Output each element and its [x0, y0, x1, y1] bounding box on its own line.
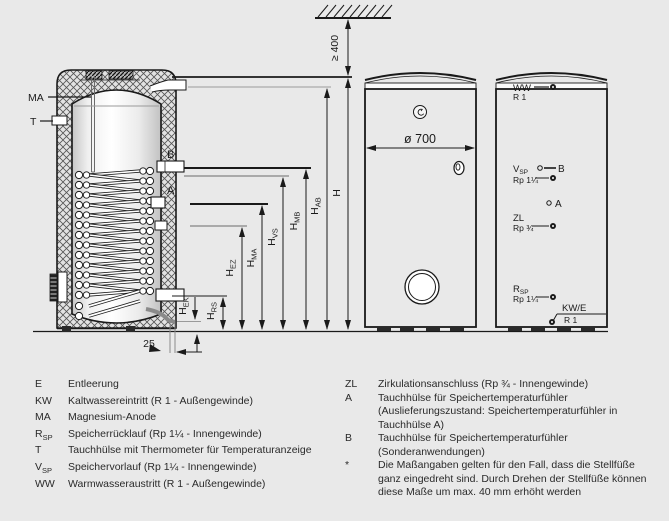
storage-tank-diagram: MA T B A ≥ 400 HEK HRS HEZ HMA: [28, 4, 608, 355]
dimension-labels: ≥ 400 HEK HRS HEZ HMA HVS HMB HAB H 25: [143, 35, 343, 350]
ww-outlet-pipe: [149, 79, 187, 93]
connection-vsp: VSP B Rp 1¼: [513, 164, 565, 185]
thermometer-pocket: [51, 115, 68, 126]
kw-thread: R 1: [564, 315, 578, 325]
level-lines: [172, 76, 352, 322]
a-label: A: [555, 199, 562, 210]
label-a: A: [167, 185, 175, 197]
diameter-label: ø 700: [404, 132, 436, 146]
tank-foot: [126, 326, 135, 332]
heat-exchanger-coil: [74, 166, 155, 321]
dim-h-ek: HEK: [177, 297, 191, 315]
dim-h-ez: HEZ: [224, 259, 238, 277]
tank-feet: [377, 327, 464, 331]
cutaway-view: MA T B A: [28, 69, 187, 353]
label-t: T: [30, 116, 37, 128]
dim-foot-offset: 25: [143, 338, 155, 350]
nozzle-rs: [155, 288, 185, 302]
dim-clearance-label: ≥ 400: [329, 35, 341, 61]
tank-feet: [508, 327, 595, 331]
dimension-lines: [149, 19, 351, 355]
label-ma: MA: [28, 92, 44, 104]
connection-a: A: [546, 199, 562, 210]
connection-kw: KW/E R 1: [549, 303, 606, 325]
dim-h-ma: HMA: [245, 249, 259, 268]
thermometer-icon: [413, 105, 427, 119]
diameter-dimension: ø 700: [366, 132, 475, 151]
rsp-label: RSP: [513, 284, 529, 296]
side-plate-dark: [49, 273, 58, 302]
dim-h-mb: HMB: [288, 212, 302, 231]
dim-h-ab: HAB: [309, 197, 323, 215]
label-b: B: [167, 149, 174, 161]
ww-thread: R 1: [513, 92, 527, 102]
dim-h-vs: HVS: [266, 228, 280, 246]
nozzle-ez: [154, 220, 168, 231]
connection-rsp: RSP Rp 1¼: [513, 284, 556, 304]
sensor-well-oval: [453, 160, 465, 176]
tank-foot: [62, 326, 71, 332]
nozzle-b: [156, 160, 185, 173]
flange-opening: [404, 269, 440, 305]
magnesium-anode: [91, 76, 95, 173]
connection-view: WW R 1 VSP B Rp 1¼ A ZL Rp ¾: [495, 72, 608, 331]
nozzle-a: [150, 196, 166, 209]
vsp-thread: Rp 1¼: [513, 175, 539, 185]
ceiling-hatch: [315, 4, 393, 19]
zl-label: ZL: [513, 213, 524, 224]
legend-item-footnote: *Die Maßangaben gelten für den Fall, das…: [345, 459, 647, 498]
side-flange: [57, 271, 68, 303]
drain-elbow: [145, 307, 176, 324]
vsp-label: VSP: [513, 164, 528, 176]
kw-label: KW/E: [562, 303, 586, 314]
connection-zl: ZL Rp ¾: [513, 213, 556, 233]
dim-h-rs: HRS: [205, 302, 219, 320]
dim-h: H: [331, 189, 343, 197]
vsp-ref-b: B: [558, 164, 565, 175]
front-view: ø 700: [364, 72, 477, 331]
zl-thread: Rp ¾: [513, 223, 534, 233]
ww-label: WW: [513, 83, 531, 94]
rsp-thread: Rp 1¼: [513, 294, 539, 304]
connection-ww: WW R 1: [513, 83, 556, 102]
lid-insert: [108, 70, 134, 80]
